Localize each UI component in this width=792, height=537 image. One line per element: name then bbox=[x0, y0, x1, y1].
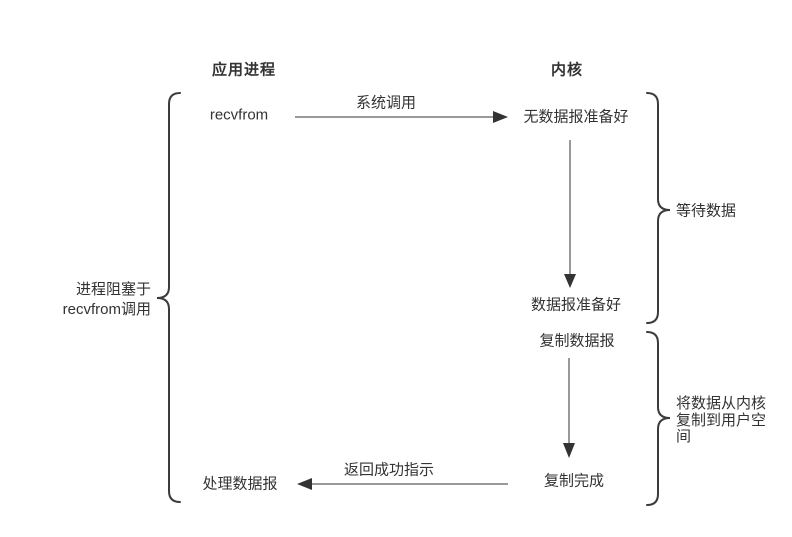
brace-label-wait-for-data: 等待数据 bbox=[676, 202, 737, 220]
column-header-application-process: 应用进程 bbox=[211, 61, 277, 79]
wait-data-arrow bbox=[564, 140, 576, 288]
node-recvfrom: recvfrom bbox=[209, 106, 269, 124]
system-call-arrow bbox=[295, 111, 508, 123]
arrow-label-system-call: 系统调用 bbox=[355, 94, 417, 112]
return-success-arrow bbox=[297, 478, 508, 490]
node-copy-complete: 复制完成 bbox=[543, 472, 605, 490]
node-datagram-ready: 数据报准备好 bbox=[530, 296, 622, 314]
left-brace bbox=[156, 92, 181, 503]
node-copy-datagram: 复制数据报 bbox=[539, 332, 615, 350]
copy-data-arrow bbox=[563, 358, 575, 458]
right-brace-wait-data bbox=[646, 92, 671, 324]
brace-label-process-blocked: 进程阻塞于 recvfrom调用 bbox=[62, 281, 151, 318]
arrow-label-return-success: 返回成功指示 bbox=[343, 461, 435, 479]
node-process-datagram: 处理数据报 bbox=[202, 475, 278, 493]
right-brace-copy-data bbox=[646, 331, 671, 506]
node-no-datagram-ready: 无数据报准备好 bbox=[523, 108, 629, 126]
column-header-kernel: 内核 bbox=[550, 61, 584, 79]
brace-label-copy-to-user-space: 将数据从内核 复制到用户空 间 bbox=[676, 395, 767, 445]
